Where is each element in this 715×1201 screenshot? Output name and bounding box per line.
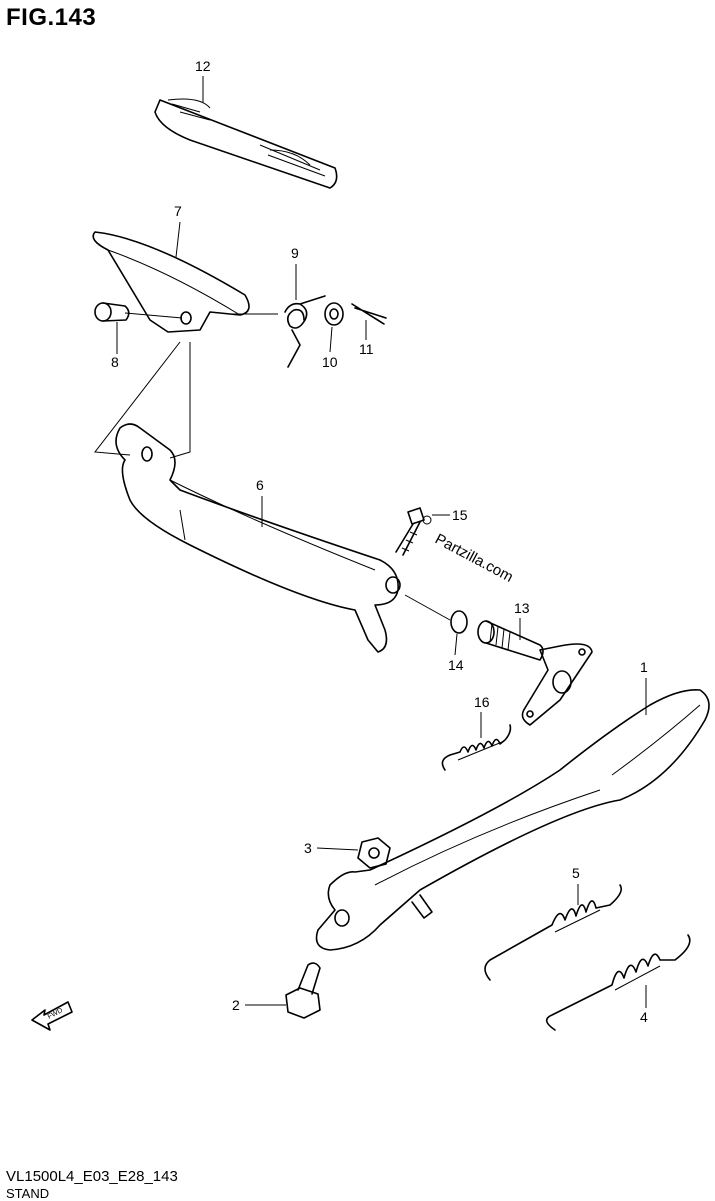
part-4-spring[interactable] xyxy=(545,934,691,1031)
part-9-torsion-spring[interactable] xyxy=(284,295,326,368)
callout-11: 11 xyxy=(359,341,374,357)
figure-code: VL1500L4_E03_E28_143 xyxy=(6,1168,178,1185)
figure-name: STAND xyxy=(6,1186,50,1201)
callout-8: 8 xyxy=(111,354,119,370)
callout-7: 7 xyxy=(174,203,182,219)
part-6-footrest-bracket[interactable] xyxy=(115,423,401,653)
part-3-nut[interactable] xyxy=(357,837,391,869)
callout-12: 12 xyxy=(195,58,211,74)
part-1-side-stand[interactable] xyxy=(315,688,710,951)
callout-14: 14 xyxy=(448,657,464,673)
callout-10: 10 xyxy=(322,354,338,370)
part-12-footrest-rubber[interactable] xyxy=(154,98,338,189)
callout-5: 5 xyxy=(572,865,580,881)
callout-4: 4 xyxy=(640,1009,648,1025)
callout-2: 2 xyxy=(232,997,240,1013)
callout-6: 6 xyxy=(256,477,264,493)
part-10-washer[interactable] xyxy=(324,302,344,326)
watermark: Partzilla.com xyxy=(432,531,516,586)
part-11-cotter-pin[interactable] xyxy=(351,303,387,325)
fwd-arrow-icon: FWD xyxy=(31,1001,73,1031)
torque-mark-icon xyxy=(422,515,432,525)
part-8-pin[interactable] xyxy=(94,302,130,322)
callout-1: 1 xyxy=(640,659,648,675)
fwd-label: FWD xyxy=(47,1007,64,1021)
callout-9: 9 xyxy=(291,245,299,261)
part-16-spring[interactable] xyxy=(441,724,512,771)
part-13-shaft[interactable] xyxy=(477,620,593,726)
part-5-spring[interactable] xyxy=(484,884,623,981)
part-2-pivot-bolt[interactable] xyxy=(285,962,321,1019)
part-15-bolt[interactable] xyxy=(395,507,425,556)
callout-16: 16 xyxy=(474,694,490,710)
callout-13: 13 xyxy=(514,600,530,616)
part-14-circlip[interactable] xyxy=(450,610,468,634)
callout-3: 3 xyxy=(304,840,312,856)
callout-15: 15 xyxy=(452,507,468,523)
figure-title: FIG.143 xyxy=(6,4,97,31)
